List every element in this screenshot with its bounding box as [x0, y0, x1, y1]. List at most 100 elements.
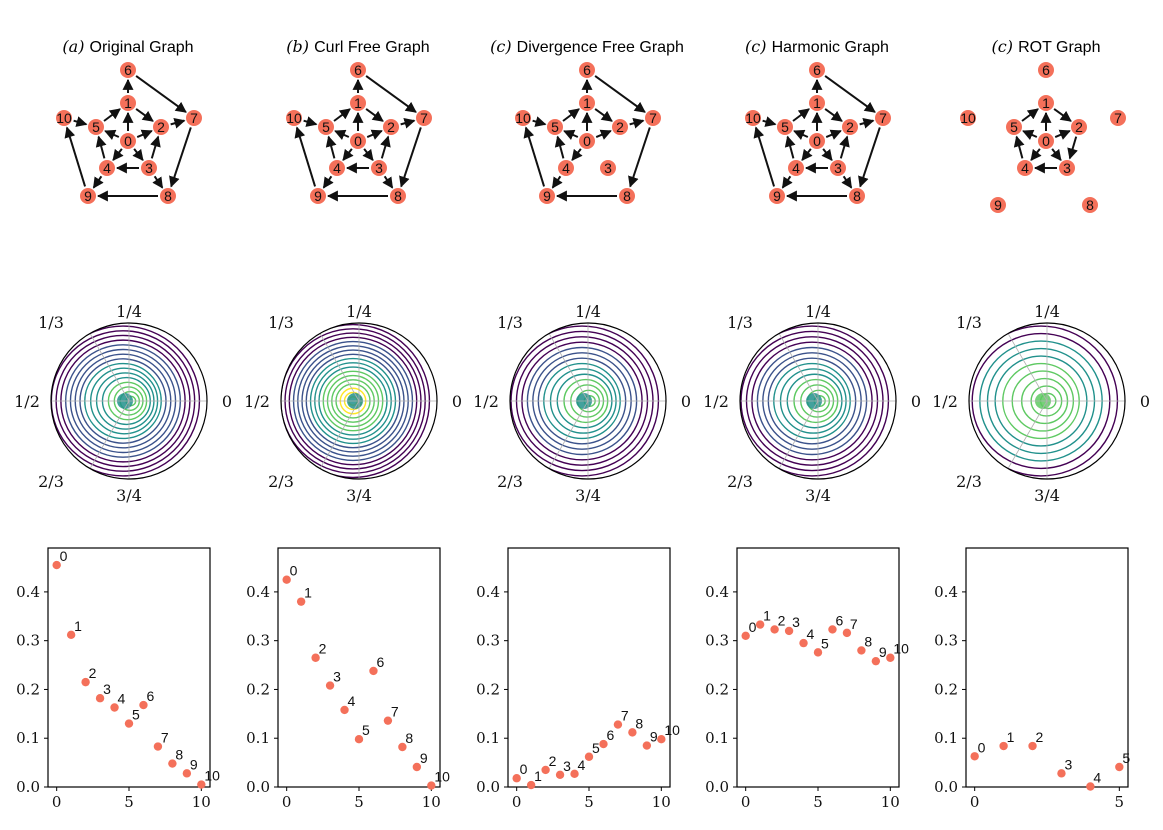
graph-node: [383, 119, 399, 135]
polar-frame: [50, 322, 208, 480]
graph-node-label: 7: [649, 110, 657, 126]
graph-edge: [92, 175, 104, 189]
graph-node: [99, 160, 115, 176]
x-tick-label: 5: [584, 793, 594, 811]
data-point: [770, 625, 779, 634]
x-tick-label: 5: [354, 793, 364, 811]
data-point: [642, 741, 652, 750]
data-point: [871, 656, 881, 666]
data-point-label: 3: [333, 669, 341, 685]
polar-label-third: 1/3: [38, 313, 64, 332]
data-point-label: 7: [391, 704, 399, 720]
y-tick-label: 0.3: [246, 632, 270, 650]
y-tick-label: 0.0: [476, 778, 500, 796]
data-point-label: 2: [549, 753, 557, 769]
polar-label-three-quarters: 3/4: [805, 486, 831, 505]
data-point: [970, 752, 979, 761]
graph-edge: [571, 148, 583, 161]
graph-node-label: 6: [354, 62, 362, 78]
x-tick-label: 5: [1115, 793, 1125, 811]
polar-label-quarter: 1/4: [575, 302, 601, 321]
data-point-label: 5: [132, 707, 140, 723]
y-tick-label: 0.4: [705, 583, 729, 601]
y-tick-label: 0.0: [246, 778, 270, 796]
graph-edge: [532, 116, 547, 127]
graph-node: [80, 188, 96, 204]
graph-node-label: 9: [314, 188, 322, 204]
graph-edge: [136, 129, 153, 140]
data-point-label: 5: [592, 740, 600, 756]
data-point: [799, 638, 808, 648]
y-tick-label: 0.4: [16, 583, 40, 601]
graph-node-label: 7: [190, 110, 198, 126]
graph-node: [1110, 110, 1126, 126]
graph-node: [579, 133, 595, 149]
data-point-label: 4: [807, 626, 815, 642]
graph-node: [809, 62, 825, 78]
graph-node-label: 1: [583, 95, 591, 111]
graph-edge: [135, 108, 154, 122]
x-tick-label: 5: [813, 793, 823, 811]
graph-edge: [793, 129, 809, 141]
graph-node: [1038, 133, 1054, 149]
graph-node: [1071, 119, 1087, 135]
graph-edge: [629, 117, 645, 129]
polar-label-zero: 0: [911, 392, 921, 411]
graph-node-label: 9: [773, 188, 781, 204]
graph-node-label: 2: [1075, 119, 1083, 135]
graph-edge: [801, 148, 813, 161]
graph-node-label: 1: [124, 95, 132, 111]
data-point-label: 7: [850, 616, 858, 632]
graph-node: [120, 95, 136, 111]
graph-node: [371, 160, 387, 176]
graph-edge: [333, 108, 351, 122]
y-tick-label: 0.2: [246, 680, 270, 698]
graph-edge: [400, 117, 416, 129]
graph-node-label: 5: [92, 119, 100, 135]
graph-node: [539, 188, 555, 204]
graph-node-label: 6: [124, 62, 132, 78]
graph-edge: [563, 129, 579, 141]
data-point-label: 6: [606, 727, 614, 743]
data-point: [182, 769, 192, 778]
data-point: [512, 774, 521, 783]
graph-node: [141, 160, 157, 176]
panel-title: (c) Divergence Free Graph: [490, 37, 684, 56]
graph-node-label: 4: [103, 160, 111, 176]
data-point-label: 10: [664, 722, 680, 738]
graph-node-label: 10: [56, 110, 72, 126]
graph-node: [318, 119, 334, 135]
polar-label-half: 1/2: [244, 392, 270, 411]
data-point-label: 2: [778, 612, 786, 628]
data-point: [197, 780, 206, 789]
graph-edge: [334, 129, 350, 141]
y-tick-label: 0.0: [705, 778, 729, 796]
graph-node: [120, 133, 136, 149]
graph-node: [745, 110, 761, 126]
polar-label-two-thirds: 2/3: [956, 472, 982, 491]
polar-label-third: 1/3: [497, 313, 523, 332]
graph-node-label: 10: [286, 110, 302, 126]
graph-node: [329, 160, 345, 176]
data-point-label: 3: [1064, 756, 1072, 772]
graph-edge: [628, 127, 651, 188]
graph-node-label: 3: [834, 160, 842, 176]
graph-node-label: 3: [375, 160, 383, 176]
data-point: [124, 719, 134, 728]
panel-title: (a) Original Graph: [62, 37, 193, 56]
data-point-label: 1: [74, 618, 82, 634]
graph-edge: [170, 117, 186, 129]
polar-label-third: 1/3: [268, 313, 294, 332]
graph-edge: [322, 175, 334, 189]
data-point: [613, 720, 623, 729]
panel-title-name: Curl Free Graph: [314, 39, 430, 56]
polar-label-half: 1/2: [932, 392, 958, 411]
panel-title-name: Divergence Free Graph: [517, 39, 684, 56]
data-point-label: 7: [161, 730, 169, 746]
graph-node-label: 6: [813, 62, 821, 78]
graph-edge: [73, 116, 88, 127]
graph-node: [547, 119, 563, 135]
graph-edge: [1030, 148, 1042, 161]
graph-edge: [594, 75, 646, 113]
